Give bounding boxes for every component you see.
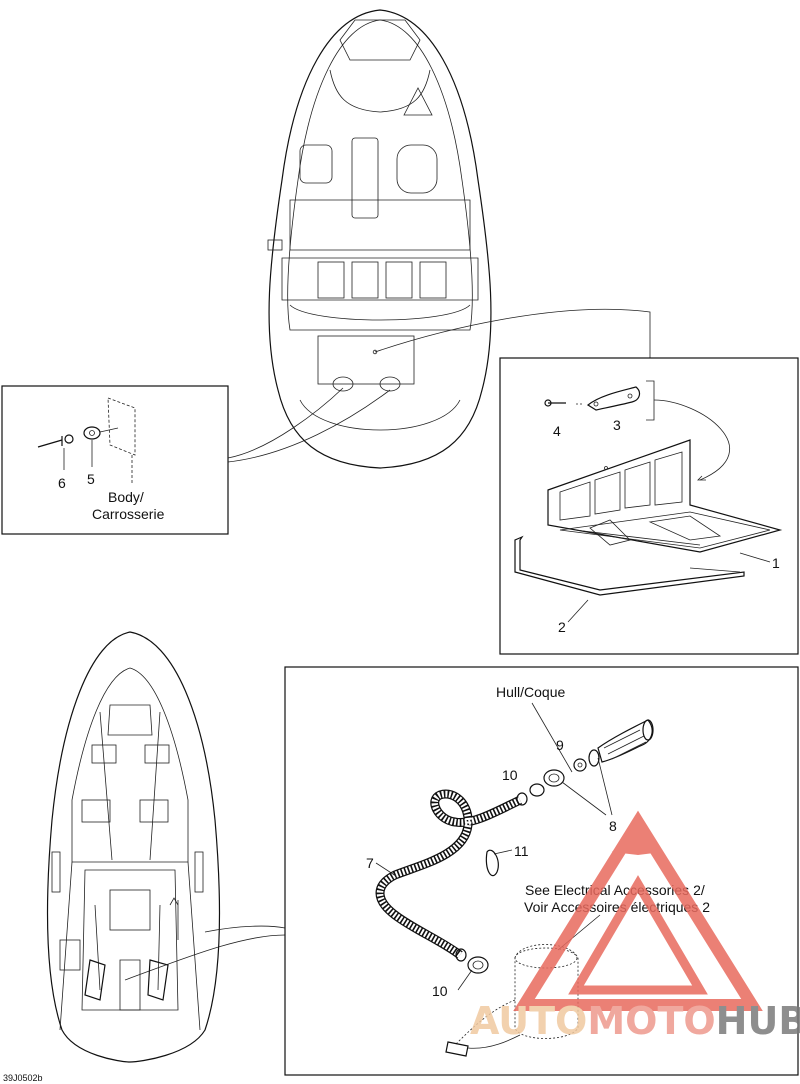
callout-10-bottom: 10: [432, 983, 448, 999]
hull-label: Hull/Coque: [496, 684, 565, 700]
callout-4: 4: [553, 423, 561, 439]
body-fastener-detail-box: 6 5 Body/ Carrosserie: [1, 385, 229, 535]
callout-6: 6: [58, 475, 66, 491]
callout-10-top: 10: [502, 767, 518, 783]
automotohub-watermark: AUTOMOTOHUB: [470, 810, 800, 1043]
bottom-watercraft-hull: [47, 631, 220, 1063]
callout-9: 9: [556, 737, 564, 753]
callout-11: 11: [514, 843, 529, 859]
carrosserie-label: Carrosserie: [92, 506, 165, 522]
see-electrical-line1: See Electrical Accessories 2/: [525, 882, 705, 898]
top-watercraft-body: [267, 9, 492, 469]
body-label: Body/: [108, 489, 144, 505]
callout-2: 2: [558, 619, 566, 635]
callout-7: 7: [366, 855, 374, 871]
diagram-code: 39J0502b: [3, 1073, 43, 1083]
callout-8: 8: [609, 818, 617, 834]
see-electrical-line2: Voir Accessoires électriques 2: [524, 899, 710, 915]
svg-text:AUTOMOTOHUB: AUTOMOTOHUB: [470, 999, 800, 1043]
storage-tray-detail-box: 4 3 1 2: [499, 357, 799, 655]
callout-5: 5: [87, 471, 95, 487]
callout-3: 3: [613, 417, 621, 433]
callout-1: 1: [772, 555, 780, 571]
